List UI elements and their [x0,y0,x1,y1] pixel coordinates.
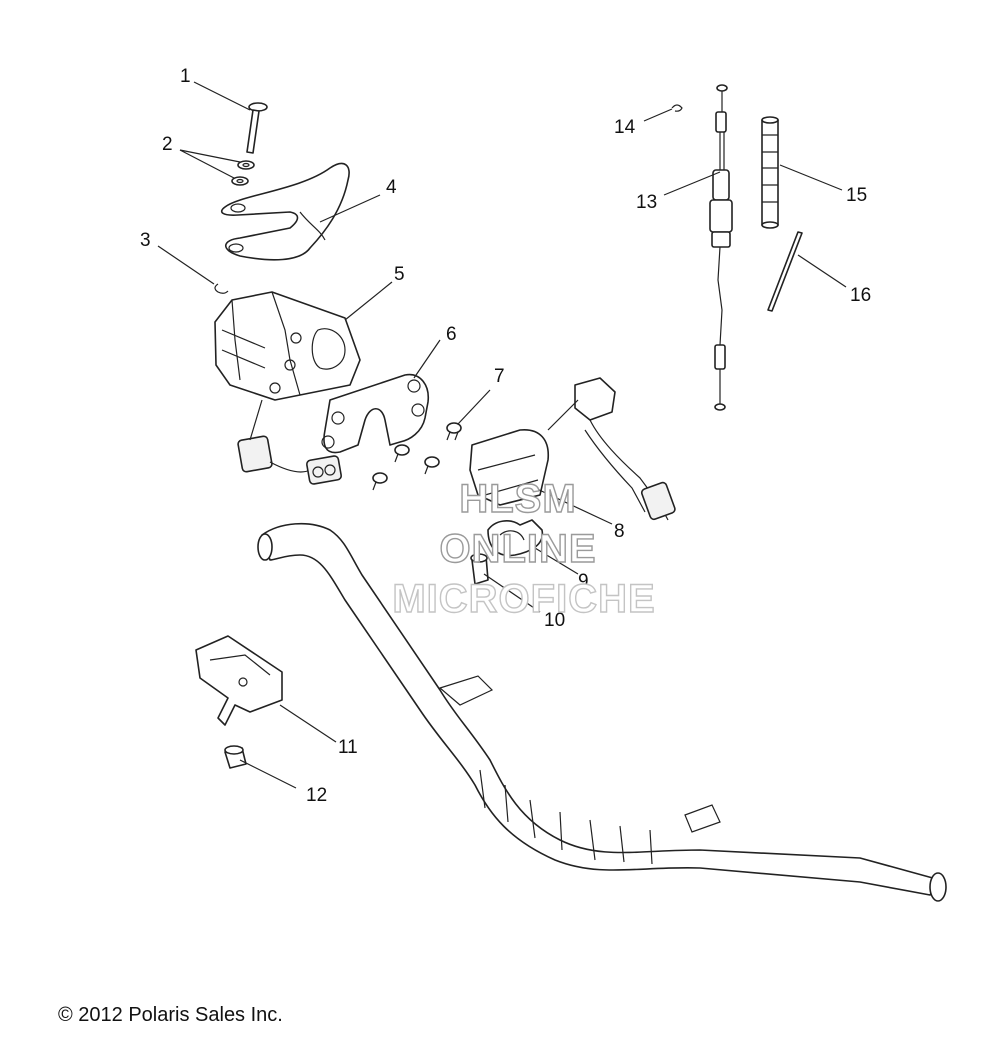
watermark: HLSM ONLINE MICROFICHE [392,476,656,621]
part-7-screws [372,422,462,491]
callout-labels: 1 2 3 4 5 6 7 8 9 10 11 12 13 14 15 16 [140,66,871,806]
callout-15: 15 [846,185,867,206]
callout-3: 3 [140,230,151,251]
callout-11: 11 [338,737,358,758]
part-16-cable-tie [767,231,803,312]
part-13-cable [709,84,733,411]
callout-12: 12 [306,785,327,806]
part-2-washers [231,160,255,186]
watermark-line-3: MICROFICHE [392,577,655,621]
part-14-clip [671,104,683,112]
leader-lines [157,81,847,789]
part-8-throttle-housing [469,377,676,521]
callout-16: 16 [850,285,871,306]
part-10-bolt [470,553,489,585]
part-5-switch-housing [214,291,361,485]
watermark-line-1: HLSM [459,477,576,521]
part-1-pin [246,102,268,154]
callout-14: 14 [614,117,636,138]
part-12-plug [224,745,247,769]
callout-9: 9 [578,571,589,592]
watermark-line-2: ONLINE [439,527,596,571]
callout-7: 7 [494,366,505,387]
part-15-tape-roll [761,116,779,229]
handlebar [257,522,947,902]
callout-4: 4 [386,177,397,198]
callout-6: 6 [446,324,457,345]
callout-8: 8 [614,521,625,542]
part-11-switch-cover [195,635,283,726]
callout-2: 2 [162,134,173,155]
copyright-notice: © 2012 Polaris Sales Inc. [58,1004,283,1026]
part-9-clamp [487,519,544,557]
part-4-bracket [221,162,350,261]
callout-1: 1 [180,66,191,87]
part-3-clip [214,283,229,294]
part-6-clamp-plate [321,373,430,454]
callout-13: 13 [636,192,657,213]
callout-5: 5 [394,264,405,285]
callout-10: 10 [544,610,565,631]
